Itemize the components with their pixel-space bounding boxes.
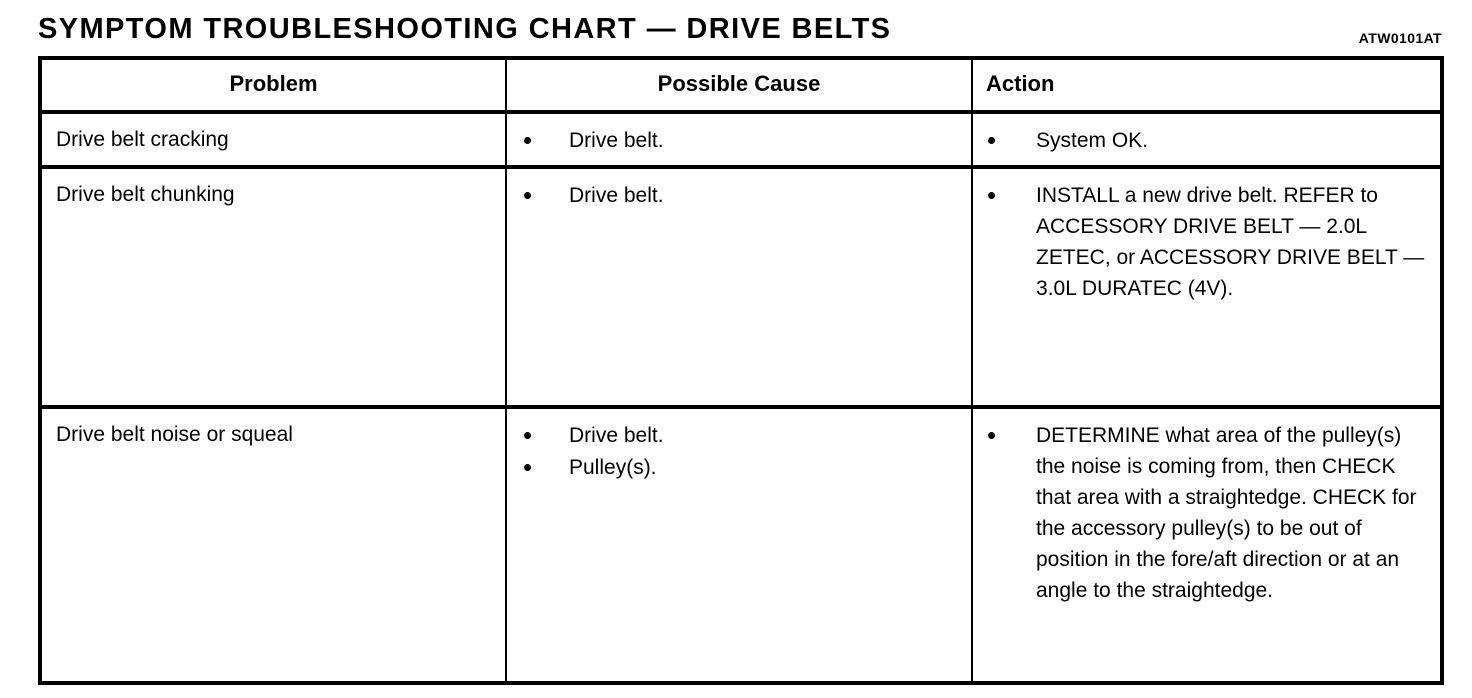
list-item: Drive belt. [507, 125, 961, 156]
list-item: Pulley(s). [507, 452, 961, 483]
cell-action: INSTALL a new drive belt. REFER to ACCES… [971, 166, 1442, 409]
action-text: System OK. [1036, 129, 1149, 152]
action-bullet-list: DETERMINE what area of the pulley(s) the… [973, 409, 1440, 615]
cause-bullet-list: Drive belt. [507, 114, 971, 165]
column-header-possible-cause: Possible Cause [505, 58, 973, 114]
list-item: Drive belt. [507, 420, 961, 451]
column-header-action-label: Action [986, 71, 1055, 96]
problem-text: Drive belt chunking [56, 183, 235, 206]
action-text: INSTALL a new drive belt. REFER to ACCES… [1036, 184, 1425, 300]
problem-text: Drive belt noise or squeal [56, 423, 293, 446]
cell-possible-cause: Drive belt. Pulley(s). [505, 406, 973, 683]
cause-text: Pulley(s). [569, 456, 657, 479]
cause-text: Drive belt. [569, 184, 664, 207]
table-row: Drive belt noise or squeal Drive belt. P… [40, 406, 1442, 683]
cause-bullet-list: Drive belt. [507, 169, 971, 220]
bullet-icon [988, 432, 995, 439]
list-item: Drive belt. [507, 180, 961, 211]
cell-action: DETERMINE what area of the pulley(s) the… [971, 406, 1442, 683]
bullet-icon [524, 432, 531, 439]
bullet-icon [524, 192, 531, 199]
table-header-row: Problem Possible Cause Action [40, 58, 1442, 114]
action-text: DETERMINE what area of the pulley(s) the… [1036, 424, 1417, 602]
column-header-action: Action [971, 58, 1442, 114]
cell-problem: Drive belt cracking [40, 111, 507, 169]
action-bullet-list: System OK. [973, 114, 1440, 165]
problem-text: Drive belt cracking [56, 128, 229, 151]
cell-possible-cause: Drive belt. [505, 111, 973, 169]
page-title: SYMPTOM TROUBLESHOOTING CHART — DRIVE BE… [38, 13, 892, 45]
column-header-problem: Problem [40, 58, 507, 114]
bullet-icon [524, 464, 531, 471]
table-row: Drive belt cracking Drive belt. System O… [40, 111, 1442, 169]
column-header-problem-label: Problem [229, 71, 318, 96]
table-row: Drive belt chunking Drive belt. INSTALL … [40, 166, 1442, 409]
cause-text: Drive belt. [569, 129, 664, 152]
list-item: DETERMINE what area of the pulley(s) the… [973, 420, 1430, 606]
cause-bullet-list: Drive belt. Pulley(s). [507, 409, 971, 492]
bullet-icon [988, 137, 995, 144]
cause-text: Drive belt. [569, 424, 664, 447]
cell-problem: Drive belt chunking [40, 166, 507, 409]
cell-action: System OK. [971, 111, 1442, 169]
cell-possible-cause: Drive belt. [505, 166, 973, 409]
bullet-icon [988, 192, 995, 199]
bullet-icon [524, 137, 531, 144]
symptom-troubleshooting-table: Problem Possible Cause Action Drive belt… [38, 56, 1444, 685]
list-item: INSTALL a new drive belt. REFER to ACCES… [973, 180, 1430, 304]
action-bullet-list: INSTALL a new drive belt. REFER to ACCES… [973, 169, 1440, 313]
list-item: System OK. [973, 125, 1430, 156]
cell-problem: Drive belt noise or squeal [40, 406, 507, 683]
reference-code: ATW0101AT [1358, 30, 1442, 46]
document-header: SYMPTOM TROUBLESHOOTING CHART — DRIVE BE… [0, 0, 1472, 56]
column-header-possible-cause-label: Possible Cause [657, 71, 821, 96]
